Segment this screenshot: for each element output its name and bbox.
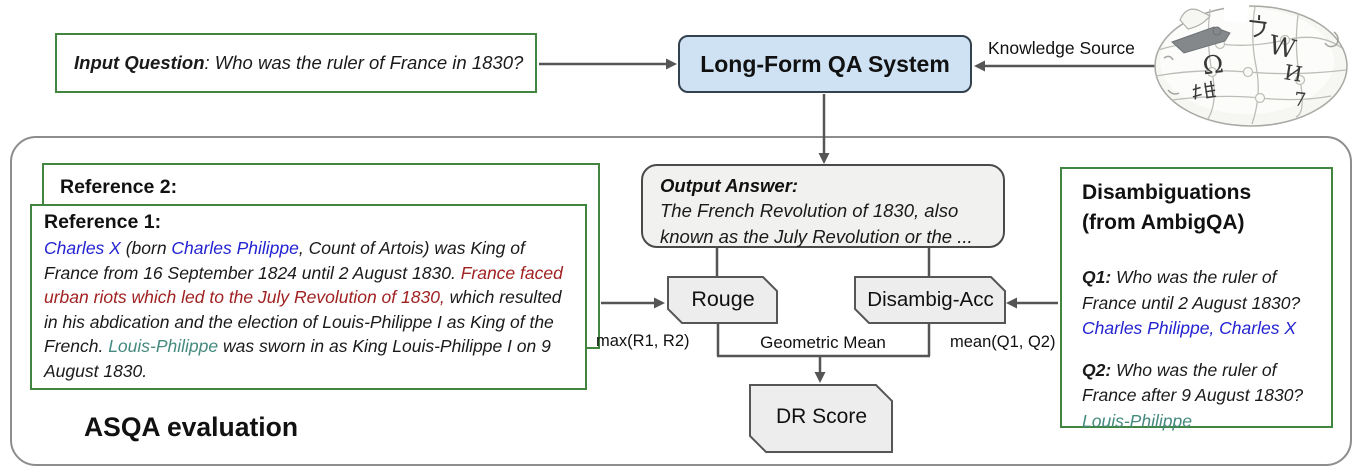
q2-answer: Louis-Philippe	[1082, 410, 1192, 431]
entity-charles-philippe: Charles Philippe	[171, 238, 299, 258]
arrowhead-input-to-qa	[666, 58, 677, 70]
input-question-label: Input Question	[74, 52, 205, 73]
wikipedia-globe-icon: W Ω И 7	[1154, 2, 1348, 127]
disambiguation-q2: Q2: Who was the ruler of France after 9 …	[1082, 358, 1319, 435]
reference1-box: Reference 1: Charles X (born Charles Phi…	[30, 204, 587, 390]
input-question-text: Input Question: Who was the ruler of Fra…	[74, 52, 524, 73]
output-answer-text: The French Revolution of 1830, also know…	[660, 200, 973, 247]
q1-question: Who was the ruler of France until 2 Augu…	[1082, 267, 1301, 313]
reference1-paragraph: Charles X (born Charles Philippe, Count …	[44, 238, 563, 381]
q1-label: Q1:	[1082, 267, 1112, 287]
output-answer-box: Output Answer: The French Revolution of …	[641, 164, 1005, 248]
globe-edge-glyph	[1324, 31, 1339, 48]
globe-glyph-i: И	[1282, 60, 1304, 87]
dr-score-label: DR Score	[775, 405, 868, 428]
geometric-mean-label: Geometric Mean	[760, 333, 886, 352]
reference2-title: Reference 2:	[60, 176, 178, 198]
mean-q1-q2-label: mean(Q1, Q2)	[950, 333, 1056, 351]
globe-crown-piece	[1179, 8, 1211, 30]
disambiguations-title: Disambiguations (from AmbigQA)	[1082, 181, 1252, 234]
disambiguation-q1: Q1: Who was the ruler of France until 2 …	[1082, 265, 1319, 342]
globe-glyph-7: 7	[1293, 88, 1307, 111]
globe-glyph-omega: Ω	[1201, 49, 1225, 80]
highlighted-fact: France faced urban riots which led to th…	[44, 262, 563, 308]
qa-system-box: Long-Form QA System	[678, 35, 972, 93]
rouge-metric-label: Rouge	[691, 287, 755, 311]
globe-edge-glyph	[1163, 55, 1174, 61]
entity-louis-philippe: Louis-Philippe	[108, 336, 219, 357]
max-r1-r2-label: max(R1, R2)	[596, 332, 690, 350]
q1-answer: Charles Philippe, Charles X	[1082, 318, 1296, 338]
globe-edge-glyph	[1167, 89, 1180, 95]
arrowhead-knowledge-to-qa	[974, 60, 985, 72]
q2-question: Who was the ruler of France after 9 Augu…	[1082, 359, 1304, 406]
qa-system-label: Long-Form QA System	[700, 50, 950, 77]
asqa-evaluation-caption: ASQA evaluation	[84, 412, 299, 442]
globe-missing-piece-gap	[1224, 2, 1250, 23]
entity-charles-x: Charles X	[44, 238, 121, 258]
globe-glyph-katakana	[1249, 14, 1267, 38]
disambig-acc-metric-label: Disambig-Acc	[867, 288, 994, 311]
knowledge-source-label: Knowledge Source	[988, 38, 1135, 58]
disambiguations-box: Disambiguations (from AmbigQA) Q1: Who w…	[1060, 167, 1333, 431]
globe-glyph-cjk	[1192, 80, 1217, 100]
output-answer-label: Output Answer:	[660, 175, 799, 196]
reference1-title: Reference 1:	[44, 211, 162, 233]
q2-label: Q2:	[1082, 359, 1112, 380]
input-question-box: Input Question: Who was the ruler of Fra…	[55, 33, 537, 93]
